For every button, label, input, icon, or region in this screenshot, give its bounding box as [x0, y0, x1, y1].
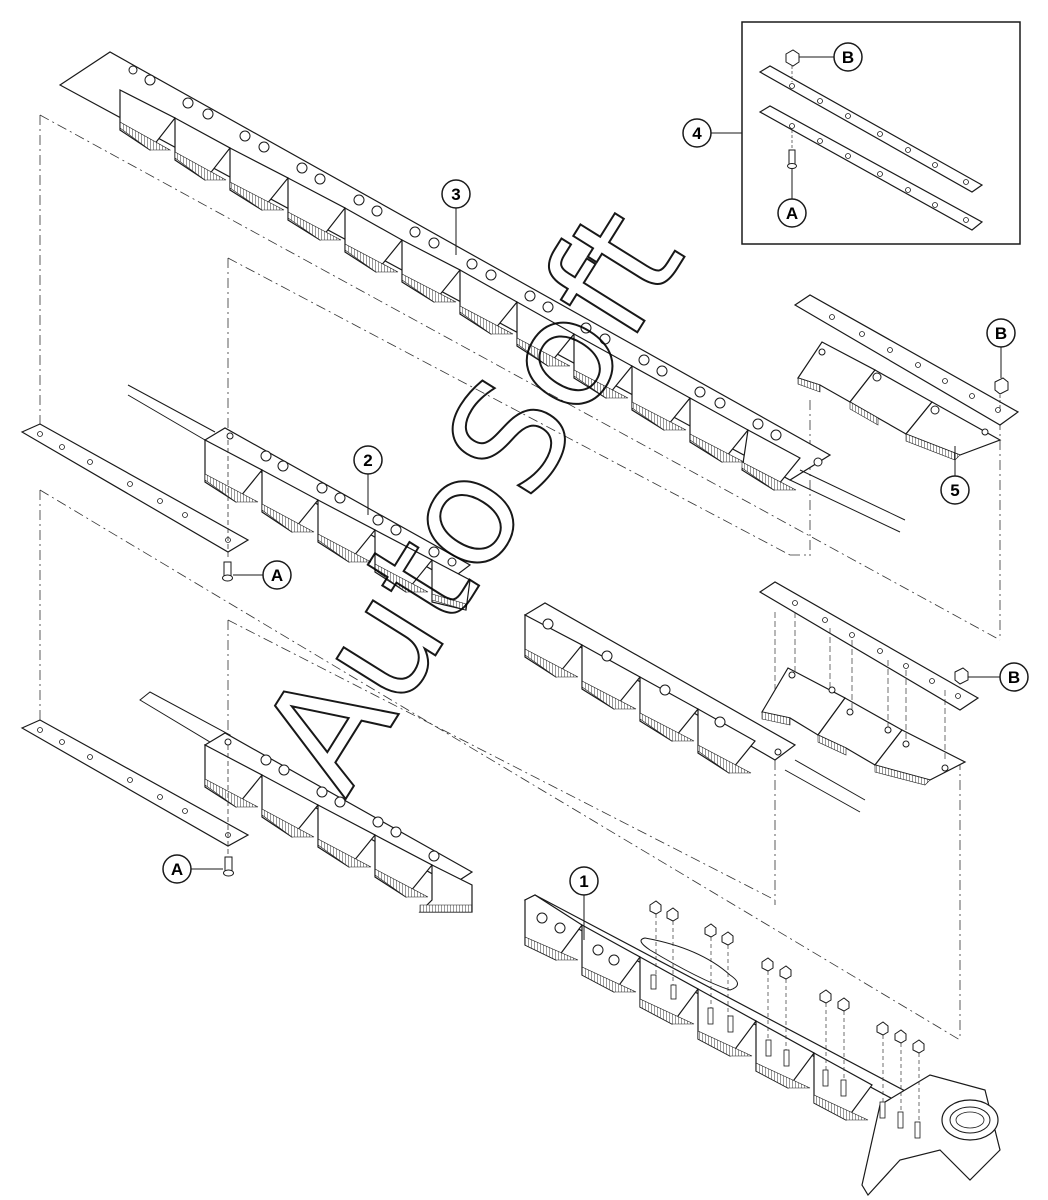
callout-a-lower-left: A — [162, 854, 223, 884]
knife-section-right-middle — [758, 581, 980, 786]
callout-a-upper-left: A — [233, 560, 292, 590]
callout-a-lower-left-label: A — [171, 860, 183, 879]
inset-detail-4 — [741, 21, 1021, 245]
knife-section-lower-left — [139, 691, 474, 913]
callout-5-label: 5 — [950, 481, 959, 500]
knife-bar-upper — [20, 423, 250, 553]
bolt-a-lower — [223, 856, 234, 877]
callout-4-label: 4 — [692, 124, 702, 143]
callout-a-inset-label: A — [786, 204, 798, 223]
knife-section-5 — [793, 294, 1020, 461]
callout-1: 1 — [569, 866, 599, 940]
callout-b-inset-label: B — [842, 48, 854, 67]
callout-a-inset: A — [777, 169, 807, 228]
bolt-a-upper — [222, 561, 233, 582]
callout-1-label: 1 — [579, 872, 588, 891]
callout-4: 4 — [682, 118, 742, 148]
callout-3-label: 3 — [451, 185, 460, 204]
callout-b-middle-right: B — [968, 662, 1029, 692]
callout-3: 3 — [441, 179, 471, 255]
knife-section-3 — [58, 51, 906, 533]
callout-2: 2 — [353, 445, 383, 515]
alignment-lines — [39, 114, 1001, 1041]
knife-section-2 — [127, 384, 866, 813]
callout-b-upper-right-label: B — [995, 324, 1007, 343]
callout-2-label: 2 — [363, 451, 372, 470]
knife-bar-lower — [20, 719, 250, 847]
callout-5: 5 — [940, 446, 970, 505]
callout-b-inset: B — [799, 42, 863, 72]
callout-b-upper-right: B — [986, 318, 1016, 378]
knife-section-1 — [523, 894, 1001, 1196]
callout-b-middle-right-label: B — [1008, 668, 1020, 687]
callout-a-upper-left-label: A — [271, 566, 283, 585]
callouts: 3 2 1 4 5 B — [162, 42, 1029, 940]
